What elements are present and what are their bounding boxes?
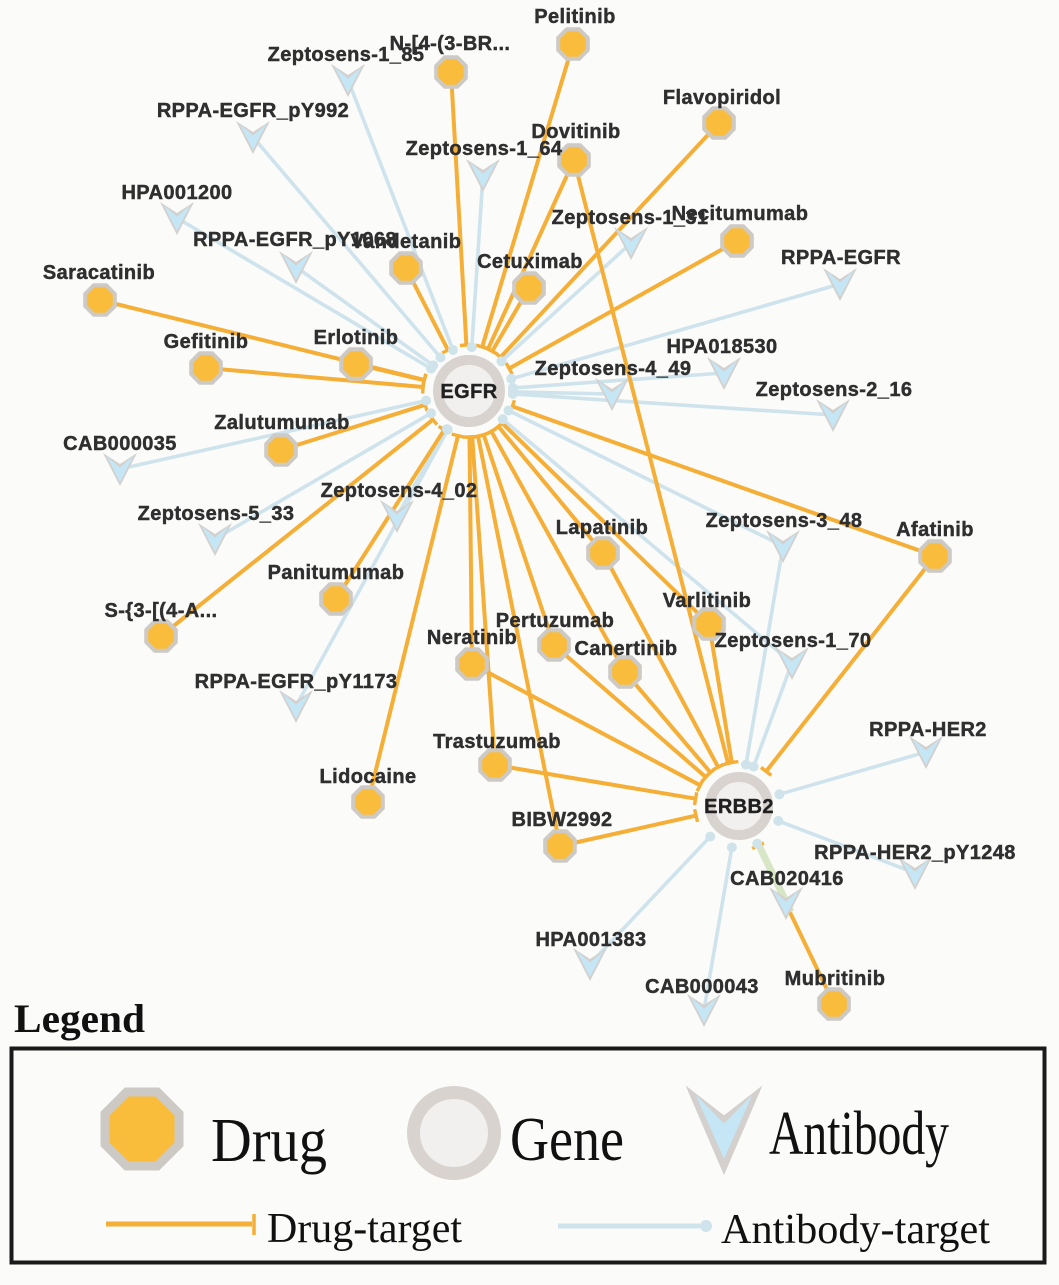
- svg-text:Zeptosens-1_70: Zeptosens-1_70: [715, 630, 872, 652]
- svg-text:RPPA-HER2: RPPA-HER2: [869, 719, 987, 741]
- svg-text:Gene: Gene: [510, 1106, 624, 1174]
- svg-text:Cetuximab: Cetuximab: [477, 251, 583, 273]
- svg-text:Zeptosens-1_31: Zeptosens-1_31: [552, 207, 709, 229]
- svg-text:HPA001200: HPA001200: [121, 182, 232, 204]
- svg-text:Saracatinib: Saracatinib: [43, 262, 155, 284]
- svg-text:RPPA-HER2_pY1248: RPPA-HER2_pY1248: [814, 842, 1016, 864]
- svg-text:Lidocaine: Lidocaine: [320, 766, 417, 788]
- svg-text:EGFR: EGFR: [440, 381, 497, 403]
- svg-text:HPA001383: HPA001383: [535, 929, 646, 951]
- svg-text:Panitumumab: Panitumumab: [268, 562, 405, 584]
- svg-text:Trastuzumab: Trastuzumab: [433, 731, 561, 753]
- svg-text:Erlotinib: Erlotinib: [314, 327, 399, 349]
- svg-text:Zeptosens-4_49: Zeptosens-4_49: [535, 358, 692, 380]
- svg-text:CAB020416: CAB020416: [730, 868, 844, 890]
- svg-text:CAB000043: CAB000043: [645, 976, 759, 998]
- svg-text:Mubritinib: Mubritinib: [785, 968, 886, 990]
- svg-text:Legend: Legend: [14, 996, 145, 1041]
- svg-text:Lapatinib: Lapatinib: [556, 517, 649, 539]
- svg-text:Varlitinib: Varlitinib: [663, 590, 751, 612]
- svg-text:Pelitinib: Pelitinib: [534, 6, 615, 28]
- svg-text:CAB000035: CAB000035: [63, 433, 177, 455]
- svg-text:Zeptosens-3_48: Zeptosens-3_48: [706, 510, 863, 532]
- svg-text:Gefitinib: Gefitinib: [164, 331, 249, 353]
- svg-text:Zeptosens-5_33: Zeptosens-5_33: [138, 503, 295, 525]
- svg-text:RPPA-EGFR_pY1173: RPPA-EGFR_pY1173: [195, 671, 398, 693]
- svg-text:Flavopiridol: Flavopiridol: [663, 87, 781, 109]
- svg-text:HPA018530: HPA018530: [666, 336, 777, 358]
- svg-text:Afatinib: Afatinib: [896, 519, 974, 541]
- svg-text:Zeptosens-1_64: Zeptosens-1_64: [406, 138, 563, 160]
- svg-text:Antibody: Antibody: [769, 1100, 949, 1168]
- svg-text:Zeptosens-2_16: Zeptosens-2_16: [756, 379, 913, 401]
- svg-text:Neratinib: Neratinib: [427, 627, 517, 649]
- svg-text:Zeptosens-1_85: Zeptosens-1_85: [268, 44, 425, 66]
- svg-text:Zeptosens-4_02: Zeptosens-4_02: [321, 480, 478, 502]
- svg-text:RPPA-EGFR_pY1068: RPPA-EGFR_pY1068: [193, 229, 397, 251]
- svg-text:RPPA-EGFR: RPPA-EGFR: [781, 247, 901, 269]
- svg-text:Drug: Drug: [211, 1107, 327, 1175]
- svg-text:Canertinib: Canertinib: [575, 638, 678, 660]
- svg-text:Zalutumumab: Zalutumumab: [214, 412, 350, 434]
- svg-text:RPPA-EGFR_pY992: RPPA-EGFR_pY992: [157, 100, 349, 122]
- svg-text:Drug-target: Drug-target: [267, 1206, 462, 1252]
- svg-text:S-{3-[(4-A...: S-{3-[(4-A...: [105, 600, 218, 622]
- svg-text:Antibody-target: Antibody-target: [721, 1207, 990, 1253]
- svg-text:ERBB2: ERBB2: [704, 796, 774, 818]
- svg-text:BIBW2992: BIBW2992: [511, 809, 612, 831]
